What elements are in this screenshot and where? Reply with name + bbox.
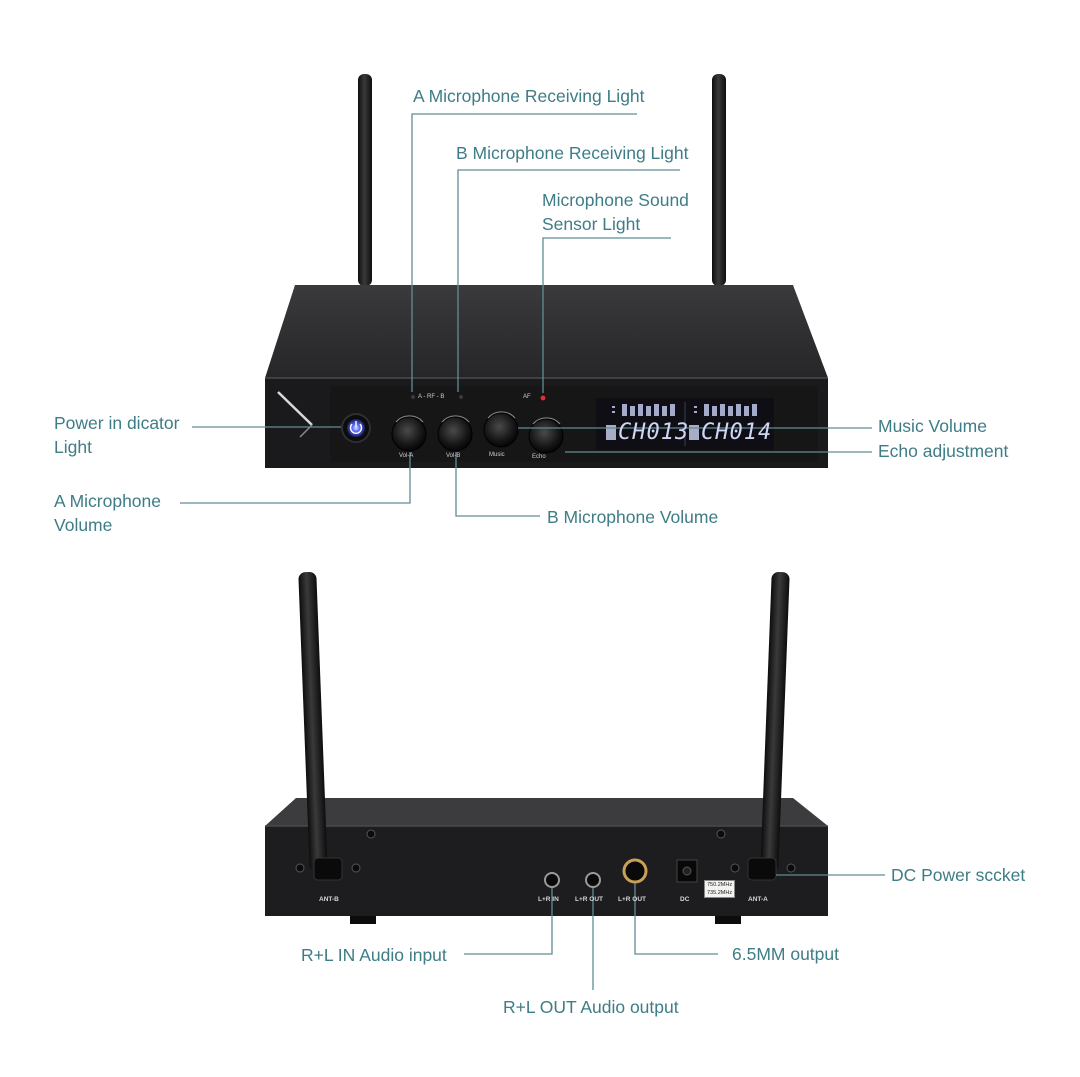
brand-logo bbox=[277, 391, 313, 426]
mm-jack[interactable] bbox=[622, 858, 648, 884]
ant-a-tag: ANT-A bbox=[748, 896, 768, 903]
lcd-channel-b: CH014 bbox=[701, 420, 773, 445]
callout-out-output: R+L OUT Audio output bbox=[503, 997, 679, 1017]
knob-a-volume[interactable] bbox=[391, 415, 427, 452]
leader-lines bbox=[180, 113, 885, 990]
out-jack[interactable] bbox=[585, 872, 601, 888]
callout-sound-sensor-light: Microphone Sound Sensor Light bbox=[542, 190, 689, 234]
callout-b-receiving-light: B Microphone Receiving Light bbox=[456, 143, 689, 163]
callout-a-volume: A Microphone Volume bbox=[54, 491, 162, 535]
a-receive-led bbox=[411, 395, 415, 399]
freq-b: 735.2MHz bbox=[707, 890, 733, 896]
knob-label-music: Music bbox=[489, 452, 505, 458]
in-jack[interactable] bbox=[544, 872, 560, 888]
lcd-channel-a: CH013 bbox=[618, 420, 690, 445]
dc-port-tag: DC bbox=[680, 896, 690, 903]
af-led bbox=[540, 395, 546, 401]
front-antenna-left bbox=[358, 74, 372, 286]
callout-b-volume: B Microphone Volume bbox=[547, 507, 719, 527]
rear-antenna-right bbox=[760, 572, 790, 872]
frequency-sticker: 750.2MHz 735.2MHz bbox=[704, 880, 736, 898]
callout-echo-adjustment: Echo adjustment bbox=[878, 441, 1009, 461]
ant-a-connector[interactable] bbox=[747, 857, 777, 881]
ant-b-connector[interactable] bbox=[313, 857, 343, 881]
callout-dc-socket: DC Power sccket bbox=[891, 865, 1026, 885]
in-port-tag: L+R IN bbox=[538, 896, 559, 903]
knob-music[interactable] bbox=[483, 411, 519, 448]
power-led-icon bbox=[347, 419, 365, 437]
callout-music-volume: Music Volume bbox=[878, 416, 987, 436]
callout-power-indicator: Power in dicator Light bbox=[54, 413, 180, 457]
rear-antenna-left bbox=[298, 572, 328, 872]
out-port-tag: L+R OUT bbox=[575, 896, 603, 903]
knob-label-echo: Echo bbox=[532, 454, 546, 460]
knob-echo[interactable] bbox=[528, 417, 564, 454]
callout-a-receiving-light: A Microphone Receiving Light bbox=[413, 86, 645, 106]
front-antenna-right bbox=[712, 74, 726, 286]
freq-a: 750.2MHz bbox=[707, 882, 733, 888]
front-unit bbox=[265, 74, 828, 468]
rear-unit bbox=[265, 572, 828, 924]
callout-in-input: R+L IN Audio input bbox=[301, 945, 447, 965]
knob-b-volume[interactable] bbox=[437, 415, 473, 452]
ant-b-tag: ANT-B bbox=[319, 896, 339, 903]
mm-port-tag: L+R OUT bbox=[618, 896, 646, 903]
knob-label-b: Vol-B bbox=[446, 453, 461, 459]
callout-mm-output: 6.5MM output bbox=[732, 944, 839, 964]
b-receive-led bbox=[459, 395, 463, 399]
af-label: AF bbox=[523, 394, 531, 400]
knob-label-a: Vol-A bbox=[399, 453, 414, 459]
rf-label: A - RF - B bbox=[418, 394, 445, 400]
